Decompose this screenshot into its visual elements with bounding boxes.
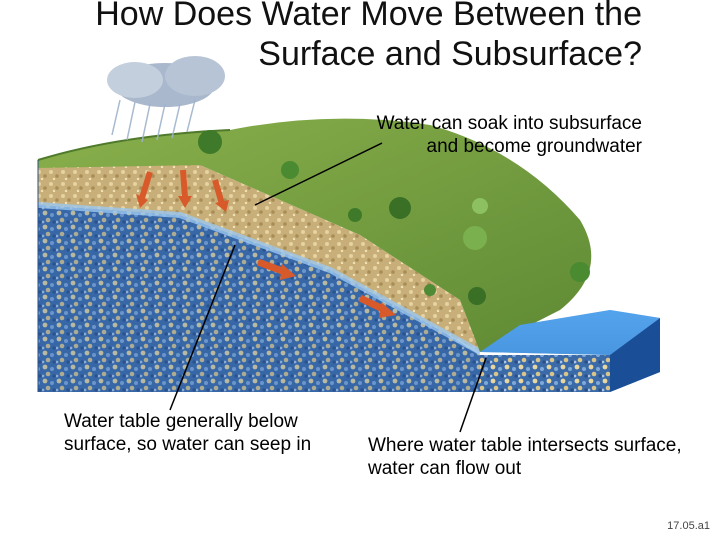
aquifer-layer [38,195,610,392]
lake [480,310,660,392]
saturated-zone [38,200,480,392]
water-table [37,202,482,355]
figure-reference: 17.05.a1 [667,520,710,532]
flow-arrows [136,169,396,318]
rain-cloud-icon [107,56,225,143]
leader-lines [169,142,487,433]
flow-out-label: Where water table intersects surface, wa… [368,435,682,479]
soak-label: Water can soak into subsurface and becom… [376,113,642,157]
tree-icons [198,130,590,305]
water-table-label: Water table generally below surface, so … [64,411,312,455]
page-title: How Does Water Move Between the Surface … [95,0,642,73]
